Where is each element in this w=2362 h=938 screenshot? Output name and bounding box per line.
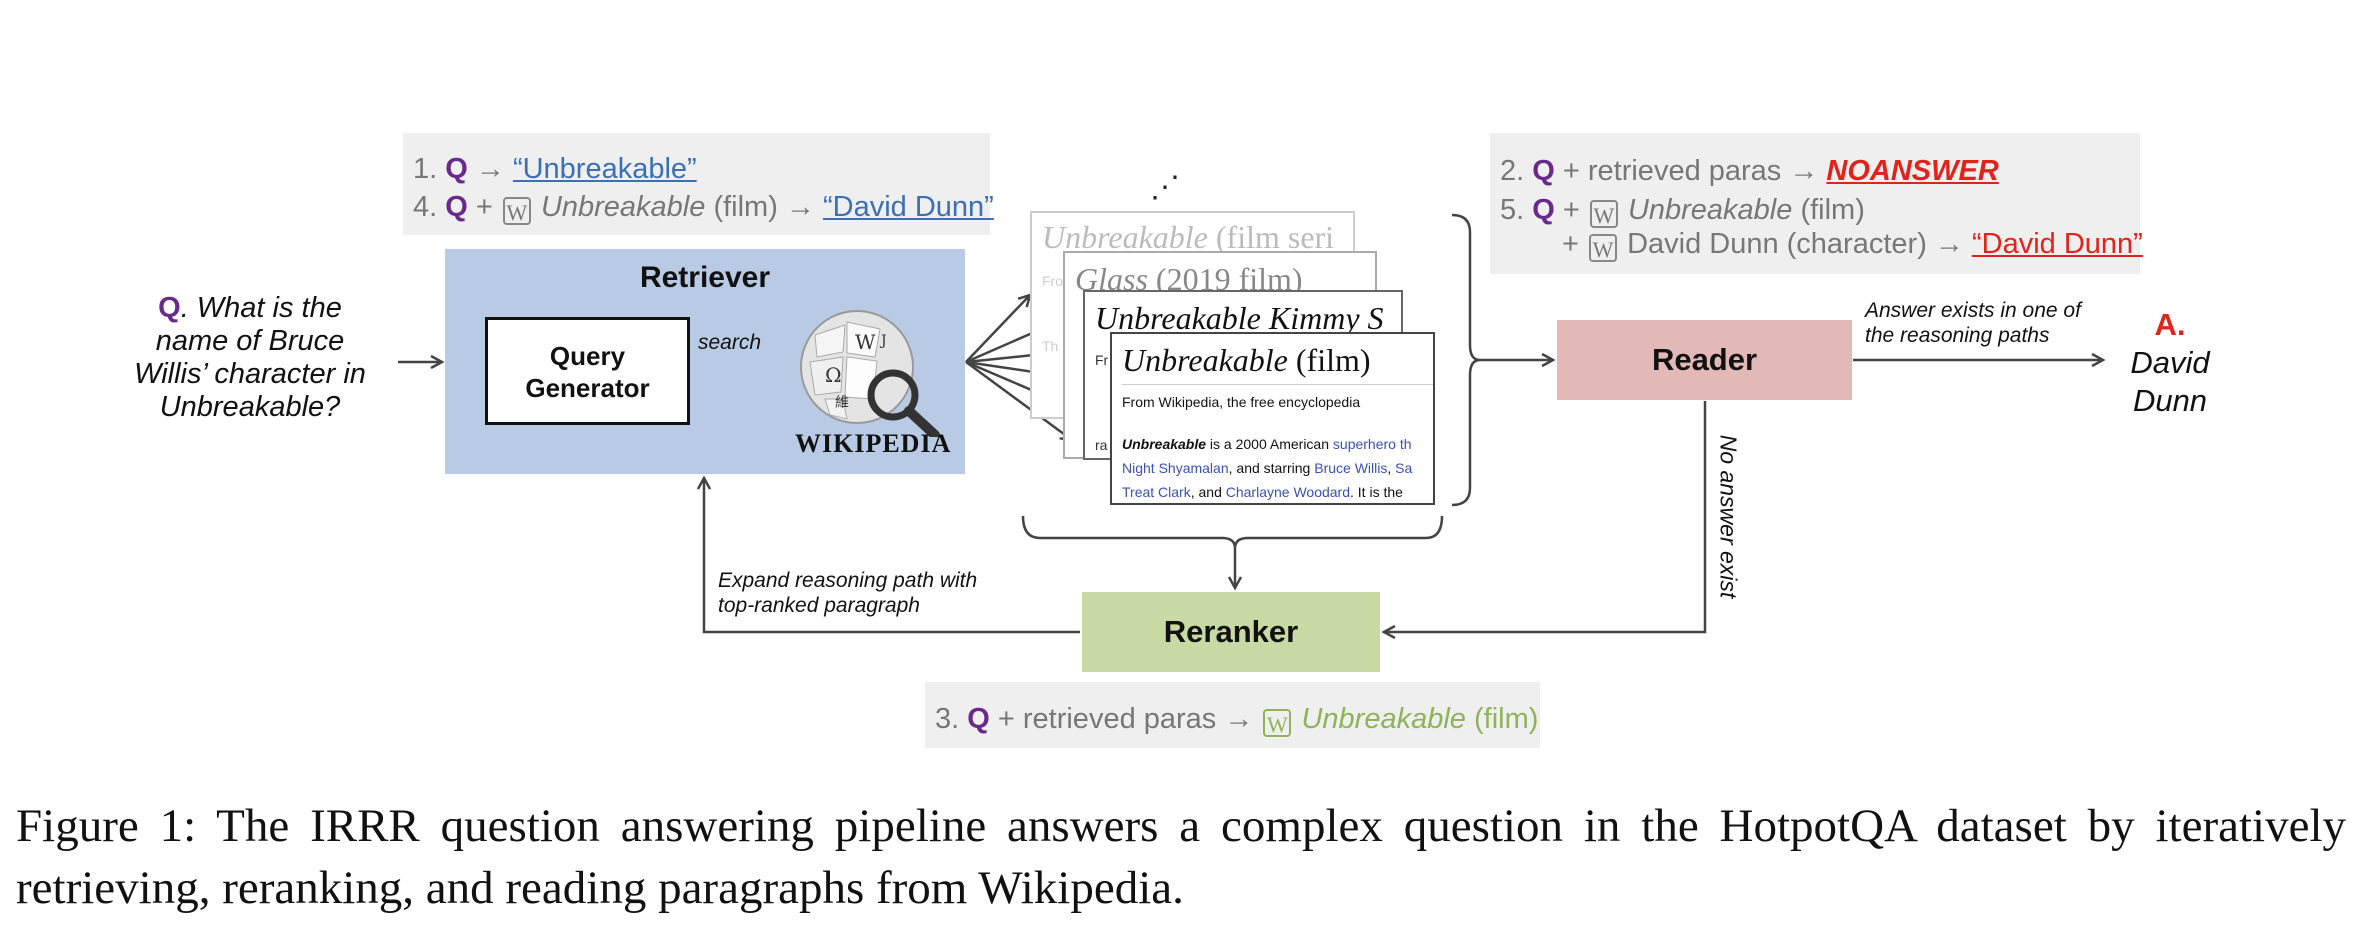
card-body-text: , and xyxy=(1190,484,1226,500)
para-title-rest: (film) xyxy=(1800,194,1865,226)
step-box-3 xyxy=(925,682,1540,748)
card-title-rest: (film seri xyxy=(1207,219,1335,255)
arrow-fan-1 xyxy=(965,295,1030,363)
para-title-rest: (film) xyxy=(1474,703,1539,735)
wikipedia-icon: W xyxy=(1263,709,1292,737)
card-body-text: , and starring xyxy=(1228,460,1315,476)
answer-exists-label: Answer exists in one of the reasoning pa… xyxy=(1865,299,2081,347)
card-title: Unbreakable xyxy=(1042,219,1208,255)
retriever-box: Retriever Query Generator search Ω W J 維… xyxy=(445,249,965,474)
query-result: “David Dunn” xyxy=(823,191,994,223)
figure-caption: Figure 1: The IRRR question answering pi… xyxy=(16,800,2346,914)
card-fragment: ra xyxy=(1095,437,1108,453)
bottom-brace xyxy=(1021,515,1444,549)
card-title: Unbreakable xyxy=(1122,342,1288,378)
step-3: 3. Q + retrieved paras → W Unbreakable (… xyxy=(935,703,1538,737)
expand-label: Expand reasoning path with top-ranked pa… xyxy=(718,569,978,617)
step-number: 2. xyxy=(1500,155,1525,187)
para-title: Unbreakable xyxy=(1301,703,1466,735)
para-title-rest: (film) xyxy=(713,191,778,223)
arrow-symbol: → xyxy=(1934,228,1964,260)
card-link: Charlayne Woodard xyxy=(1225,484,1351,500)
q-symbol: Q xyxy=(1532,194,1555,226)
step-box-2-5 xyxy=(1490,133,2140,274)
query-result: “Unbreakable” xyxy=(512,153,697,185)
para-title: Unbreakable xyxy=(540,191,706,223)
reader-box: Reader xyxy=(1557,320,1852,400)
card-body: Unbreakable is a 2000 American superhero… xyxy=(1122,432,1413,503)
arrow-reranker-to-retriever xyxy=(704,478,1080,634)
card-subtitle: From Wikipedia, the free encyclopedia xyxy=(1122,394,1361,410)
question: Q. What is the name of Bruce Willis’ cha… xyxy=(120,292,380,424)
ellipsis: ⋰ xyxy=(1150,171,1180,204)
card-link: Bruce Willis xyxy=(1314,460,1388,476)
svg-text:維: 維 xyxy=(835,395,849,411)
answer-result: “David Dunn” xyxy=(1971,228,2143,260)
card-body-text: . It is the xyxy=(1350,484,1403,500)
svg-text:W: W xyxy=(855,330,876,354)
retriever-title: Retriever xyxy=(639,261,771,294)
answer-text: David Dunn xyxy=(2130,345,2210,418)
step-box-1-4 xyxy=(403,133,990,235)
step-number: 5. xyxy=(1500,194,1525,226)
card-fragment: Fr xyxy=(1095,352,1109,368)
q-symbol: Q xyxy=(967,703,990,735)
arrow-symbol: → xyxy=(475,153,505,185)
wikipedia-wordmark: WIKIPEDIA xyxy=(795,429,952,458)
arrow-symbol: → xyxy=(1224,703,1254,735)
query-generator-box: Query Generator xyxy=(485,317,690,425)
q-symbol: Q xyxy=(158,292,181,324)
step-1: 1. Q → “Unbreakable” xyxy=(413,153,697,186)
question-text: . What is the name of Bruce Willis’ char… xyxy=(134,292,366,423)
noanswer-result: NOANSWER xyxy=(1826,155,1999,187)
card-divider xyxy=(1122,384,1433,385)
arrow-fan-6 xyxy=(965,360,1072,440)
card-link: superhero th xyxy=(1332,436,1412,452)
plus-symbol: + xyxy=(1562,228,1579,260)
step-number: 1. xyxy=(413,153,438,185)
plus-symbol: + xyxy=(475,191,493,223)
wikipedia-icon: W xyxy=(1589,200,1618,228)
no-answer-label: No answer exist xyxy=(1715,434,1742,599)
para-title: David Dunn (character) xyxy=(1627,228,1927,260)
svg-text:J: J xyxy=(879,333,887,349)
search-label: search xyxy=(698,331,762,354)
step-4: 4. Q + W Unbreakable (film) → “David Dun… xyxy=(413,191,994,225)
arrow-symbol: → xyxy=(1789,155,1819,187)
q-symbol: Q xyxy=(445,153,468,185)
arrow-symbol: → xyxy=(785,191,815,223)
step-5-line-2: + W David Dunn (character) → “David Dunn… xyxy=(1562,228,2143,262)
card-body-text: , xyxy=(1387,460,1396,476)
step-number: 3. xyxy=(935,703,960,735)
reranker-box: Reranker xyxy=(1082,592,1380,672)
svg-text:Ω: Ω xyxy=(825,363,842,387)
card-fragment: Fro xyxy=(1042,273,1063,289)
card-body-text: is a 2000 American xyxy=(1206,436,1333,452)
card-fragment: Th xyxy=(1042,338,1059,354)
card-title-rest: (film) xyxy=(1287,342,1371,378)
card-body-title: Unbreakable xyxy=(1122,436,1207,452)
card-title: Unbreakable Kimmy S xyxy=(1095,300,1384,336)
card-link: Sa xyxy=(1395,460,1413,476)
wikipedia-globe-icon: Ω W J 維 xyxy=(800,310,940,437)
plus-symbol: + xyxy=(1562,194,1580,226)
step-2: 2. Q + retrieved paras → NOANSWER xyxy=(1500,155,1999,188)
wikipedia-icon: W xyxy=(1589,234,1617,262)
step-text: + retrieved paras xyxy=(997,703,1217,735)
answer-marker: A. xyxy=(2154,307,2186,342)
wikipedia-icon: W xyxy=(502,197,531,225)
card-link: Night Shyamalan xyxy=(1122,460,1229,476)
step-number: 4. xyxy=(413,191,438,223)
q-symbol: Q xyxy=(1532,155,1555,187)
step-5: 5. Q + W Unbreakable (film) xyxy=(1500,194,1865,228)
para-title: Unbreakable xyxy=(1627,194,1793,226)
q-symbol: Q xyxy=(445,191,468,223)
right-brace xyxy=(1451,213,1481,507)
answer: A. David Dunn xyxy=(2100,306,2240,420)
step-text: + retrieved paras xyxy=(1562,155,1782,187)
arrow-reader-to-reranker xyxy=(1384,401,1707,632)
wiki-card-4: Unbreakable (film) From Wikipedia, the f… xyxy=(1110,332,1435,505)
card-link: Treat Clark xyxy=(1122,484,1191,500)
